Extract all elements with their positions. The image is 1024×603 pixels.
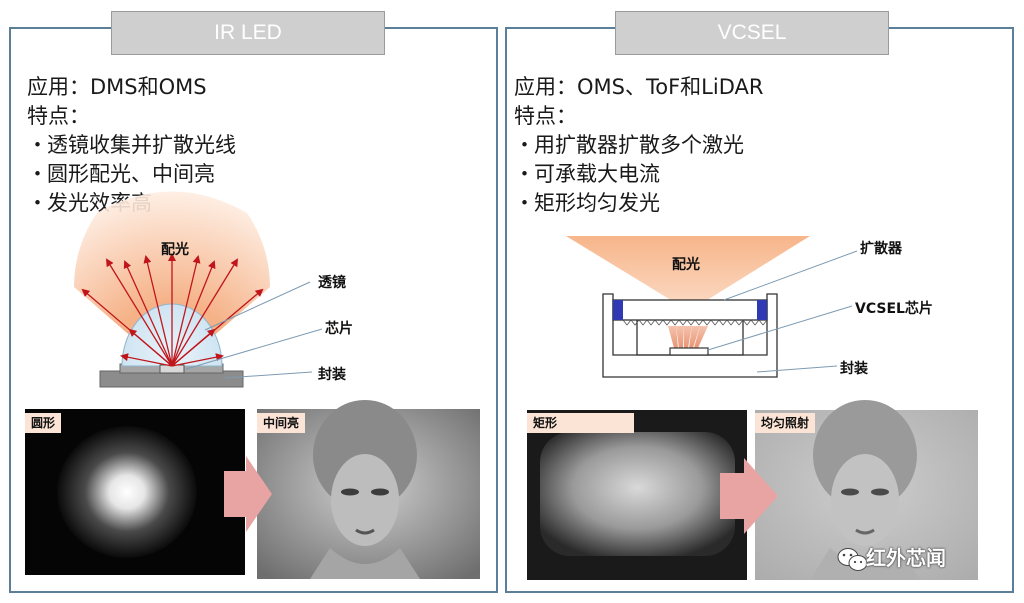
vcsel-diffuser [612, 299, 768, 321]
vcsel-light-cone [566, 236, 810, 302]
tab-vcsel: VCSEL [615, 11, 889, 55]
vcsel-chip-label: VCSEL芯片 [855, 301, 933, 317]
vcsel-package-label: 封装 [840, 361, 868, 377]
ir-led-diagram [73, 191, 323, 388]
vcsel-face-photo [755, 400, 978, 580]
ir-led-feature-2: ・圆形配光、中间亮 [27, 162, 215, 186]
vcsel-diagram [566, 236, 858, 378]
wechat-icon [837, 548, 868, 571]
ir-led-face-photo [257, 400, 480, 579]
ir-led-chip-label: 芯片 [325, 321, 353, 337]
vcsel-beams [668, 326, 708, 348]
vcsel-diffuser-teeth [622, 319, 768, 326]
ir-led-spot-photo [25, 409, 245, 575]
vcsel-features-title: 特点： [514, 104, 577, 128]
ir-led-features-title: 特点： [27, 104, 90, 128]
vcsel-feature-3: ・矩形均匀发光 [514, 191, 660, 215]
ir-led-application: 应用：DMS和OMS [27, 75, 207, 99]
tab-ir-led: IR LED [111, 11, 385, 55]
ir-led-photo-tag-center-bright: 中间亮 [257, 413, 306, 433]
ir-led-description: 应用：DMS和OMS 特点： ・透镜收集并扩散光线 ・圆形配光、中间亮 ・发光效… [27, 73, 236, 218]
ir-led-feature-1: ・透镜收集并扩散光线 [27, 133, 236, 157]
ir-led-pink-arrow [224, 456, 272, 532]
ir-led-rays [81, 253, 264, 367]
vcsel-description: 应用：OMS、ToF和LiDAR 特点： ・用扩散器扩散多个激光 ・可承载大电流… [514, 73, 763, 218]
vcsel-feature-2: ・可承载大电流 [514, 162, 660, 186]
vcsel-feature-1: ・用扩散器扩散多个激光 [514, 133, 744, 157]
vcsel-light-label: 配光 [672, 257, 700, 273]
vcsel-diffuser-label: 扩散器 [860, 241, 902, 257]
vcsel-chip [669, 347, 709, 356]
ir-led-light-label: 配光 [161, 242, 189, 258]
ir-led-lens-label: 透镜 [318, 275, 346, 291]
vcsel-pink-arrow [720, 458, 778, 534]
vcsel-photo-tag-uniform: 均匀照射 [755, 413, 816, 433]
ir-led-chip [159, 364, 185, 374]
vcsel-application: 应用：OMS、ToF和LiDAR [514, 75, 764, 99]
vcsel-rect-photo [527, 410, 747, 580]
vcsel-photo-tag-rect: 矩形 [527, 413, 634, 433]
ir-led-photo-tag-circle: 圆形 [25, 413, 62, 433]
watermark: 红外芯闻 [866, 546, 946, 570]
ir-led-package-label: 封装 [318, 367, 346, 383]
